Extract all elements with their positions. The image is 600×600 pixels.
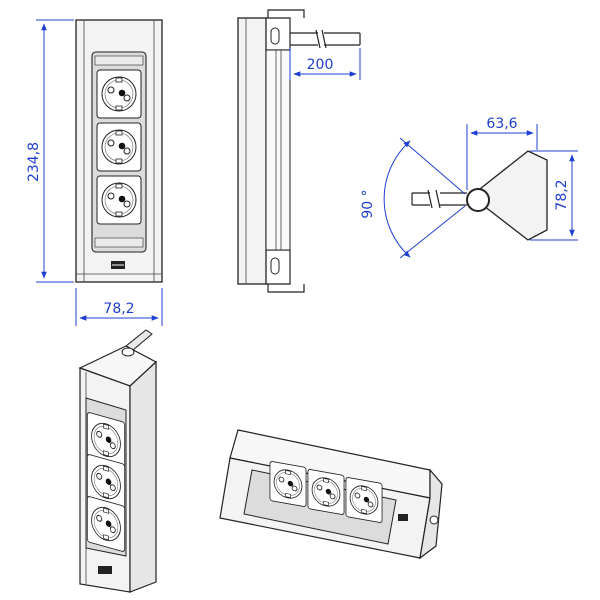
brand-logo-icon: [398, 514, 408, 521]
side-view: [237, 9, 361, 293]
perspective-view-horizontal: [219, 429, 443, 560]
schuko-socket-icon: [96, 175, 142, 225]
rotation-angle-dimension-label: 90 °: [360, 189, 376, 218]
brand-logo-icon: [98, 566, 112, 574]
front-width-dimension-label: 78,2: [103, 301, 134, 317]
top-width-dimension: 63,6: [466, 116, 538, 190]
height-dimension: 234,8: [26, 19, 74, 283]
schuko-socket-icon: [96, 69, 142, 119]
brand-logo-icon: [111, 261, 125, 269]
schuko-socket-icon: [269, 460, 307, 508]
top-depth-dimension: 78,2: [530, 150, 578, 241]
top-width-dimension-label: 63,6: [486, 116, 517, 132]
height-dimension-label: 234,8: [26, 142, 42, 182]
schuko-socket-icon: [307, 468, 345, 516]
rotation-angle-dimension: 90 °: [360, 137, 466, 259]
schuko-socket-icon: [345, 476, 383, 524]
cable-length-dimension-label: 200: [307, 57, 334, 73]
front-view: [75, 19, 163, 283]
cable-length-dimension: 200: [289, 48, 361, 80]
schuko-socket-icon: [86, 495, 126, 553]
front-width-dimension: 78,2: [75, 288, 163, 326]
top-depth-dimension-label: 78,2: [554, 179, 570, 210]
perspective-view-vertical: [78, 329, 158, 593]
top-view: [411, 150, 548, 241]
schuko-socket-icon: [96, 122, 142, 172]
